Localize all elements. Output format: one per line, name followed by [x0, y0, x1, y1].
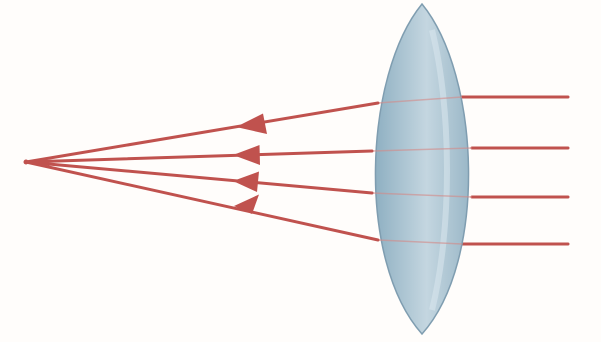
biconvex-lens	[375, 4, 468, 334]
ray-arrowheads	[233, 114, 267, 215]
arrowhead-2	[233, 145, 260, 165]
arrowhead-3	[233, 172, 259, 193]
arrowhead-1	[236, 114, 267, 135]
arrowhead-4	[234, 195, 259, 215]
converging-ray-3	[26, 162, 372, 193]
converging-rays	[26, 103, 378, 240]
focal-point	[24, 160, 29, 165]
incoming-rays	[462, 97, 568, 244]
converging-ray-4	[26, 162, 378, 240]
